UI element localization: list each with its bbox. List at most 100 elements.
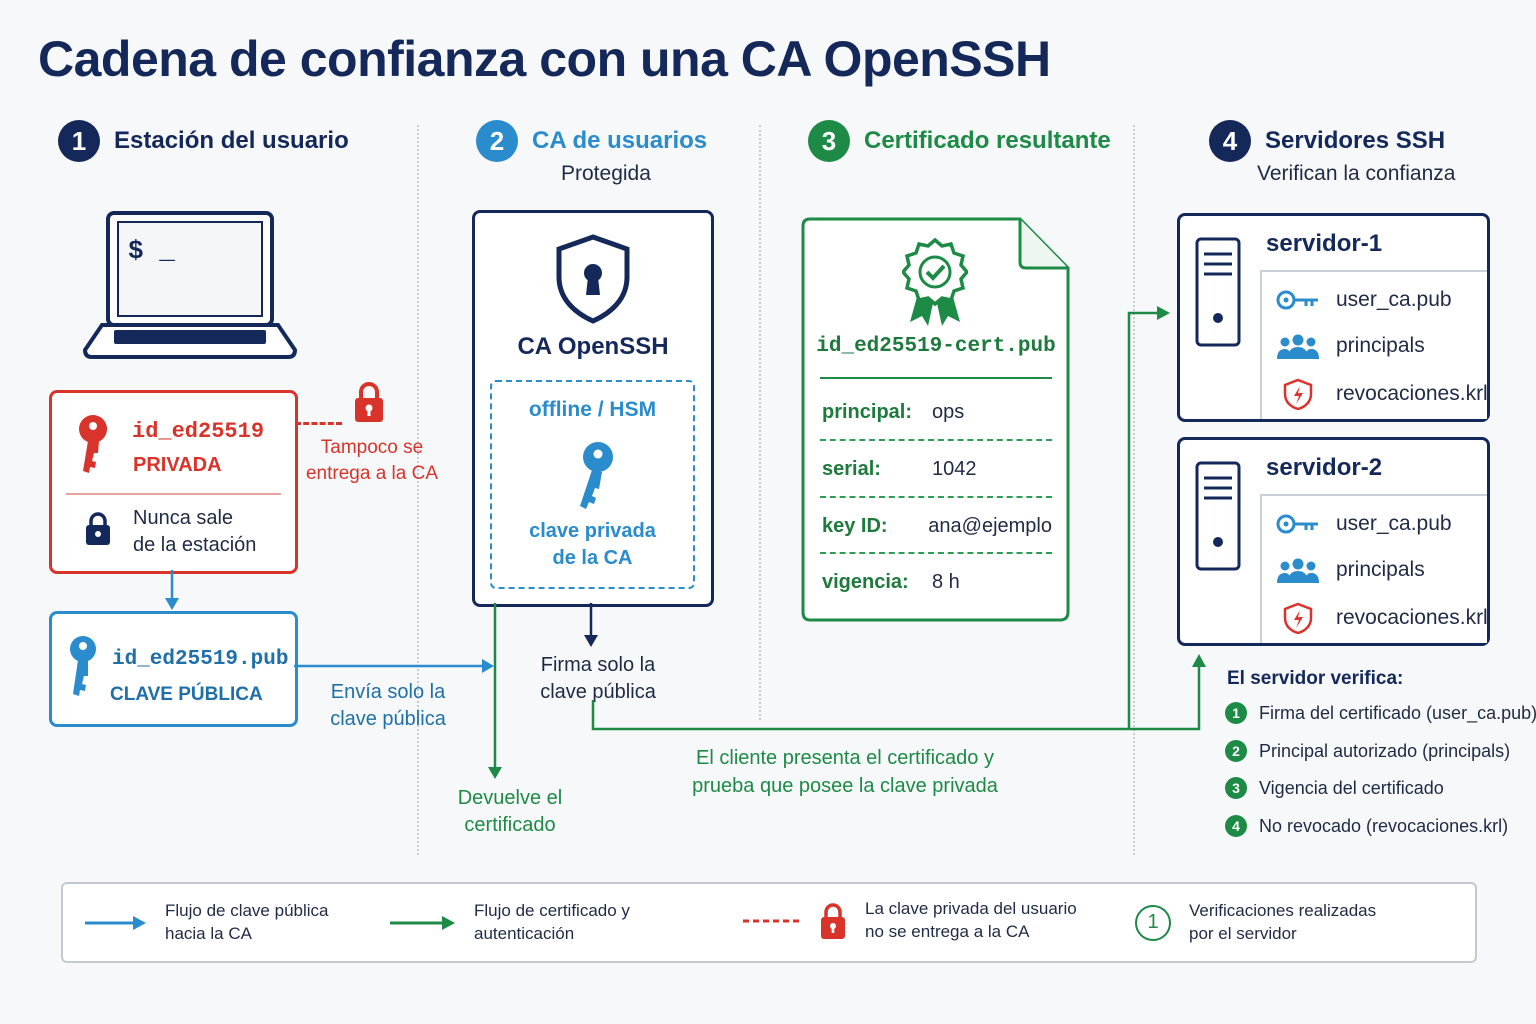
server-tower-icon — [1195, 237, 1241, 347]
verify-check-item: 1 Firma del certificado (user_ca.pub) — [1225, 702, 1536, 724]
send-label-line2: clave pública — [330, 708, 446, 730]
certificate-document-icon — [801, 217, 1070, 622]
private-key-box: id_ed25519 PRIVADA Nunca sale de la esta… — [49, 390, 298, 574]
field-divider — [820, 439, 1052, 441]
public-key-name: id_ed25519.pub — [112, 648, 289, 671]
step-2-label: CA de usuarios — [532, 127, 708, 154]
public-key-tag: CLAVE PÚBLICA — [110, 684, 263, 705]
lock-icon — [86, 512, 110, 545]
verify-list: 1 Firma del certificado (user_ca.pub) 2 … — [1225, 700, 1536, 850]
server-config-label: user_ca.pub — [1336, 288, 1452, 311]
step-1-header: 1 Estación del usuario — [58, 120, 349, 162]
legend-line1: Flujo de clave pública — [165, 901, 329, 920]
legend-item-private-key-not-shared: La clave privada del usuario no se entre… — [743, 899, 1077, 942]
navy-arrow-down — [584, 603, 598, 647]
check-label: Vigencia del certificado — [1259, 777, 1444, 798]
shield-lock-icon — [556, 234, 630, 324]
client-message-line1: El cliente presenta el certificado y — [696, 747, 994, 769]
cert-field-key: principal: — [822, 401, 913, 423]
green-arrow-return — [488, 603, 502, 779]
cert-field-keyid: key ID: ana@ejemplo — [822, 515, 1052, 538]
private-key-tag: PRIVADA — [133, 454, 222, 476]
cert-field-value: ops — [932, 401, 965, 423]
check-label: No revocado (revocaciones.krl) — [1259, 815, 1509, 836]
server-name: servidor-1 — [1266, 230, 1383, 257]
page-title: Cadena de confianza con una CA OpenSSH — [38, 31, 1051, 87]
legend-line1: Verificaciones realizadas — [1189, 901, 1377, 920]
legend-item-certificate-flow: Flujo de certificado y autenticación — [390, 901, 630, 944]
users-group-icon — [1277, 558, 1319, 583]
cert-field-principal: principal: ops — [822, 401, 1052, 424]
server-card-2: servidor-2 user_ca.pub principals revoca… — [1177, 437, 1490, 646]
field-divider — [820, 552, 1052, 554]
field-divider — [820, 496, 1052, 498]
server-config-panel: user_ca.pub principals revocaciones.krl — [1260, 494, 1488, 643]
step-2-subtitle: Protegida — [561, 162, 651, 185]
return-label-line2: certificado — [464, 814, 556, 836]
step-1-label: Estación del usuario — [114, 127, 349, 154]
verify-check-item: 2 Principal autorizado (principals) — [1225, 740, 1510, 762]
check-number: 3 — [1225, 777, 1247, 799]
column-separator — [1133, 125, 1135, 855]
server-config-item: user_ca.pub — [1276, 512, 1452, 536]
cert-field-serial: serial: 1042 — [822, 458, 1052, 481]
cert-field-key: serial: — [822, 458, 881, 480]
cert-field-key: key ID: — [822, 515, 888, 537]
red-key-icon — [79, 415, 107, 473]
server-config-item: revocaciones.krl — [1276, 602, 1488, 634]
legend-line2: hacia la CA — [165, 924, 252, 943]
check-number-icon: 1 — [1135, 904, 1171, 941]
key-outline-icon — [1276, 290, 1318, 310]
check-label: Firma del certificado (user_ca.pub) — [1259, 702, 1536, 723]
cert-field-validity: vigencia: 8 h — [822, 571, 1052, 594]
column-separator — [759, 125, 761, 720]
server-card-1: servidor-1 user_ca.pub principals revoca… — [1177, 213, 1490, 422]
revocation-shield-icon — [1283, 602, 1313, 634]
server-config-label: principals — [1336, 334, 1425, 357]
return-label-line1: Devuelve el — [457, 787, 563, 809]
server-config-item: user_ca.pub — [1276, 288, 1452, 312]
never-leaves-line1: Nunca sale — [133, 507, 234, 529]
ca-key-icon — [580, 442, 613, 509]
cert-field-value: ana@ejemplo — [928, 515, 1052, 537]
ca-storage: offline / HSM — [528, 398, 657, 421]
server-config-label: revocaciones.krl — [1336, 382, 1488, 405]
key-outline-icon — [1276, 514, 1318, 534]
cert-field-value: 1042 — [932, 458, 977, 480]
public-key-box: id_ed25519.pub CLAVE PÚBLICA — [49, 611, 298, 727]
red-dashed-line — [295, 422, 342, 425]
not-given-line1: Tampoco se — [320, 437, 424, 458]
verify-check-item: 3 Vigencia del certificado — [1225, 777, 1444, 799]
check-number: 4 — [1225, 815, 1247, 837]
terminal-prompt: $ _ — [128, 236, 175, 266]
ca-offline-box: offline / HSM clave privada de la CA — [490, 380, 695, 589]
verify-check-item: 4 No revocado (revocaciones.krl) — [1225, 815, 1508, 837]
blue-arrow-down — [165, 570, 179, 610]
red-dash-icon — [743, 919, 801, 922]
blue-key-icon — [70, 636, 96, 696]
step-2-header: 2 CA de usuarios — [476, 120, 707, 162]
legend-line1: La clave privada del usuario — [865, 899, 1077, 918]
cert-field-value: 8 h — [932, 571, 960, 593]
check-label: Principal autorizado (principals) — [1259, 740, 1511, 761]
ca-name: CA OpenSSH — [517, 333, 669, 360]
verify-title: El servidor verifica: — [1227, 668, 1404, 689]
server-config-item: principals — [1276, 557, 1425, 583]
server-config-label: revocaciones.krl — [1336, 606, 1488, 629]
not-given-line2: entrega a la CA — [305, 463, 439, 484]
step-2-number: 2 — [476, 120, 518, 162]
revocation-shield-icon — [1283, 378, 1313, 410]
column-separator — [417, 125, 419, 855]
certificate-content: id_ed25519-cert.pub principal: ops seria… — [800, 216, 1072, 624]
legend: Flujo de clave pública hacia la CA Flujo… — [61, 882, 1477, 963]
step-3-header: 3 Certificado resultante — [808, 120, 1111, 162]
red-lock-icon — [355, 382, 383, 422]
server-name: servidor-2 — [1266, 454, 1383, 481]
ca-box: CA OpenSSH offline / HSM clave privada d… — [472, 210, 714, 607]
box-divider — [66, 493, 281, 495]
green-arrow-icon — [390, 915, 455, 930]
cert-field-key: vigencia: — [822, 571, 909, 593]
step-1-number: 1 — [58, 120, 100, 162]
send-label-line1: Envía solo la — [330, 681, 446, 703]
certified-badge-icon — [902, 238, 968, 326]
